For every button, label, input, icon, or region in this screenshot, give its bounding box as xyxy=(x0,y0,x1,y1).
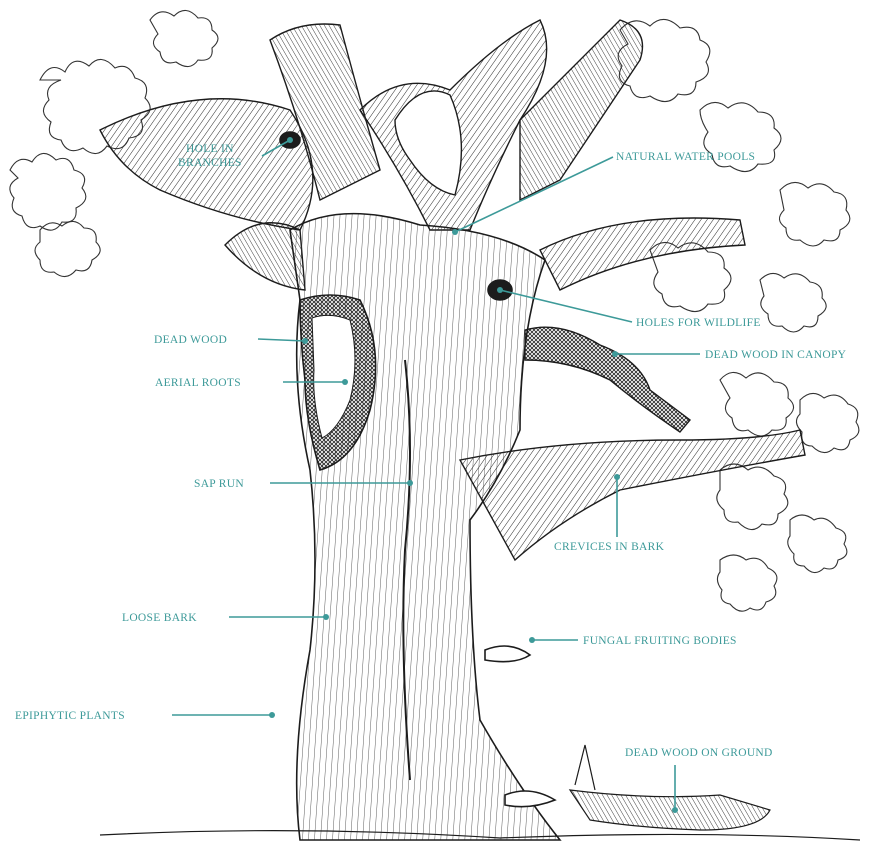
label-natural-water-pools: NATURAL WATER POOLS xyxy=(616,150,755,164)
label-fungal-fruiting-bodies: FUNGAL FRUITING BODIES xyxy=(583,634,737,648)
label-dead-wood-on-ground: DEAD WOOD ON GROUND xyxy=(625,746,773,760)
label-crevices-in-bark: CREVICES IN BARK xyxy=(554,540,664,554)
label-dead-wood: DEAD WOOD xyxy=(154,333,227,347)
label-epiphytic-plants: EPIPHYTIC PLANTS xyxy=(15,709,125,723)
label-dead-wood-in-canopy: DEAD WOOD IN CANOPY xyxy=(705,348,846,362)
label-holes-for-wildlife: HOLES FOR WILDLIFE xyxy=(636,316,761,330)
label-aerial-roots: AERIAL ROOTS xyxy=(155,376,241,390)
label-loose-bark: LOOSE BARK xyxy=(122,611,197,625)
label-sap-run: SAP RUN xyxy=(194,477,244,491)
label-hole-in-branches: HOLE IN BRANCHES xyxy=(178,142,242,170)
